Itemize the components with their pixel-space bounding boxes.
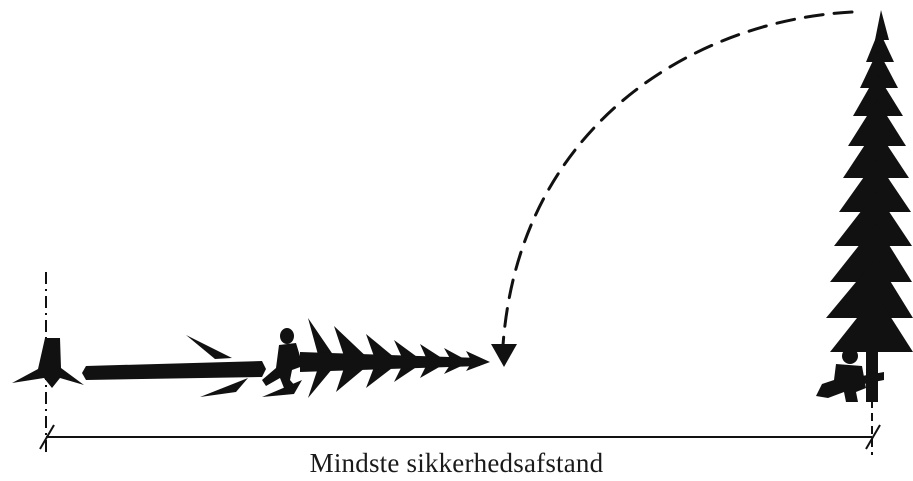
falling-arrowhead-icon — [491, 344, 517, 367]
forest-worker-left-icon — [262, 328, 303, 388]
safety-distance-caption: Mindste sikkerhedsafstand — [0, 448, 913, 479]
safety-distance-dimension-line — [40, 425, 880, 449]
fallen-tree-crown-icon — [300, 318, 490, 398]
felled-log-icon — [82, 335, 302, 397]
tree-stump-icon — [12, 338, 84, 388]
falling-arc-path — [503, 12, 852, 345]
standing-spruce-tree-icon — [826, 10, 913, 402]
